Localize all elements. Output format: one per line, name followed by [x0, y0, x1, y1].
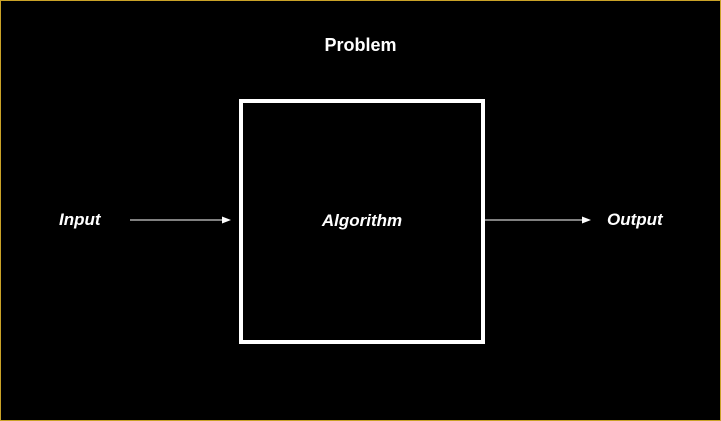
output-arrow [484, 216, 591, 224]
output-label: Output [607, 210, 663, 229]
input-label: Input [59, 210, 101, 229]
diagram-title: Problem [324, 35, 397, 55]
output-arrow-head [582, 216, 591, 224]
algorithm-label: Algorithm [321, 210, 403, 230]
input-arrow-head [222, 216, 231, 224]
input-arrow [130, 216, 231, 224]
algorithm-box: Algorithm [239, 99, 485, 344]
